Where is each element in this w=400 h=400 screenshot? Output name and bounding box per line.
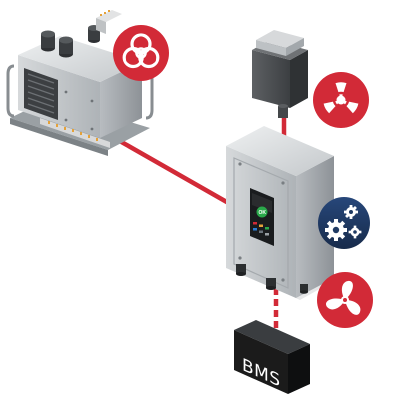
fan-badge [317, 272, 373, 328]
link-unit-to-controller [115, 137, 235, 208]
bms-box: BMS [234, 320, 310, 394]
unit-ports [41, 25, 100, 58]
radiation-icon [323, 82, 359, 114]
display-status-indicator [256, 206, 268, 218]
display-status-value: OK [259, 210, 267, 216]
biohazard-icon [122, 33, 160, 69]
controller-device: OK [226, 126, 334, 300]
radiation-badge [313, 72, 369, 128]
controller-display: OK [250, 188, 274, 246]
gears-icon [325, 205, 362, 241]
sensor-device [252, 30, 308, 118]
biohazard-badge [113, 25, 169, 81]
settings-badge [318, 197, 370, 249]
controller-cable-glands [236, 264, 308, 294]
fan-icon [326, 280, 361, 315]
air-handling-unit [6, 10, 154, 156]
unit-vent [24, 68, 58, 120]
